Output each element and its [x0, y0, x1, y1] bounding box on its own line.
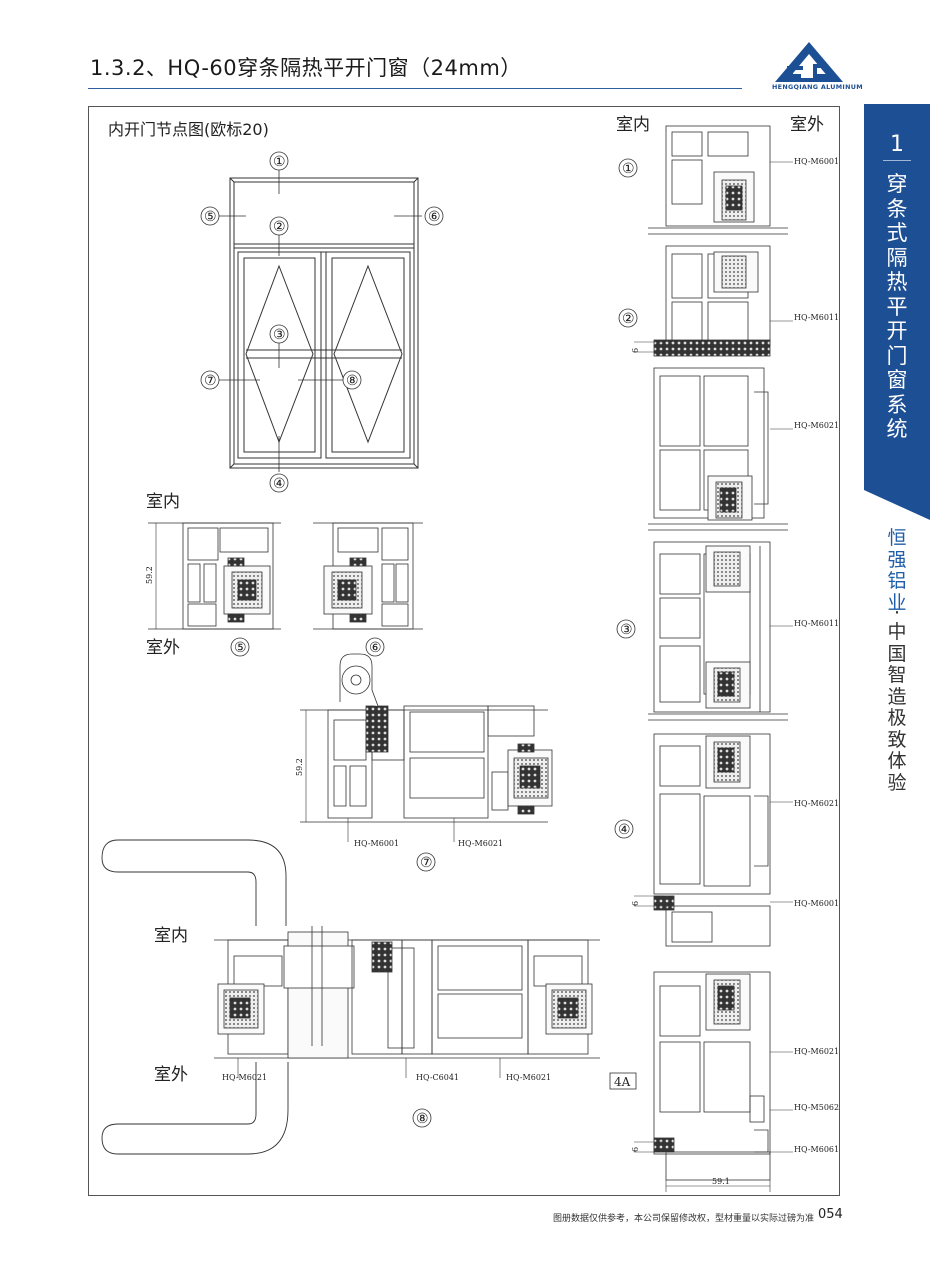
section-3-marker: ③ — [620, 622, 633, 638]
elev-marker-4: ④ — [273, 476, 286, 492]
detail-5-section — [148, 522, 281, 630]
section-2 — [653, 245, 771, 521]
detail-7-marker: ⑦ — [420, 855, 433, 871]
right-indoor-label: 室内 — [616, 115, 650, 135]
detail-7-section — [300, 705, 553, 823]
handle-knob — [339, 653, 379, 707]
sidebar-banner — [864, 104, 930, 520]
d56-outdoor-label: 室外 — [146, 638, 180, 658]
lever-handle — [101, 839, 289, 1155]
elev-marker-3: ③ — [273, 327, 286, 343]
elev-marker-6: ⑥ — [428, 209, 441, 225]
d7-right-profile: HQ-M6021 — [458, 839, 503, 848]
section-1-marker: ① — [622, 161, 635, 177]
section-4a — [653, 971, 771, 1181]
section-2-profile-b: HQ-M6021 — [794, 421, 839, 430]
brand-name: 恒强铝业 — [887, 527, 907, 614]
section-4 — [653, 733, 771, 947]
section-4-dimension: 6 — [631, 901, 640, 906]
right-outdoor-label: 室外 — [790, 115, 824, 135]
footer-note: 图册数据仅供参考，本公司保留修改权，型材重量以实际过磅为准 — [553, 1214, 815, 1224]
section-3 — [653, 541, 771, 713]
d8-mid-profile: HQ-C6041 — [416, 1073, 459, 1082]
section-4a-profile-b: HQ-M5062 — [794, 1103, 839, 1112]
d7-left-profile: HQ-M6001 — [354, 839, 399, 848]
elev-marker-1: ① — [273, 154, 286, 170]
chapter-rule — [883, 160, 911, 161]
section-1 — [665, 125, 771, 227]
detail-5-marker: ⑤ — [234, 640, 247, 656]
section-4a-dimension-width: 59.1 — [712, 1177, 730, 1186]
elev-marker-8: ⑧ — [346, 373, 359, 389]
company-logo-icon — [775, 42, 843, 82]
technical-drawing: 内开门节点图(欧标20) ① ⑤ ⑥ ② ③ ⑦ ⑧ ④ — [101, 115, 839, 1192]
detail-6-section — [313, 522, 423, 630]
title-rule — [88, 88, 742, 89]
chapter-title: 穿条式隔热平开门窗系统 — [886, 172, 908, 441]
section-4a-dimension-small: 6 — [631, 1147, 640, 1152]
drawing-frame — [88, 106, 840, 1196]
d8-outdoor-label: 室外 — [154, 1065, 188, 1085]
brand-slogan: 中国智造 极致体验 — [887, 621, 907, 794]
d8-left-profile: HQ-M6021 — [222, 1073, 267, 1082]
page-number: 054 — [818, 1207, 843, 1222]
d8-indoor-label: 室内 — [154, 926, 188, 946]
section-2-profile-a: HQ-M6011 — [794, 313, 839, 322]
section-1-profile: HQ-M6001 — [794, 157, 839, 166]
page-title: 1.3.2、HQ-60穿条隔热平开门窗（24mm） — [90, 56, 522, 80]
door-elevation — [229, 177, 419, 469]
section-4a-profile-c: HQ-M6061 — [794, 1145, 839, 1154]
section-2-marker: ② — [622, 311, 635, 327]
d8-right-profile: HQ-M6021 — [506, 1073, 551, 1082]
d56-indoor-label: 室内 — [146, 492, 180, 512]
detail-8-section — [214, 926, 600, 1059]
section-3-profile: HQ-M6011 — [794, 619, 839, 628]
d5-dimension: 59.2 — [145, 566, 154, 584]
chapter-number: 1 — [890, 132, 904, 157]
brand-separator: · — [893, 602, 901, 624]
elev-marker-2: ② — [273, 219, 286, 235]
detail-8-marker: ⑧ — [416, 1111, 429, 1127]
section-4a-marker: 4A — [614, 1075, 631, 1089]
section-4a-profile-a: HQ-M6021 — [794, 1047, 839, 1056]
section-4-marker: ④ — [618, 822, 631, 838]
logo-text: HENGQIANG ALUMINUM — [772, 83, 863, 91]
detail-6-marker: ⑥ — [369, 640, 382, 656]
diagram-title: 内开门节点图(欧标20) — [108, 120, 269, 139]
d7-dimension: 59.2 — [295, 758, 304, 776]
elev-marker-7: ⑦ — [204, 373, 217, 389]
section-4-profile-a: HQ-M6021 — [794, 799, 839, 808]
section-2-dimension: 6 — [631, 348, 640, 353]
elev-marker-5: ⑤ — [204, 209, 217, 225]
section-4-profile-b: HQ-M6001 — [794, 899, 839, 908]
